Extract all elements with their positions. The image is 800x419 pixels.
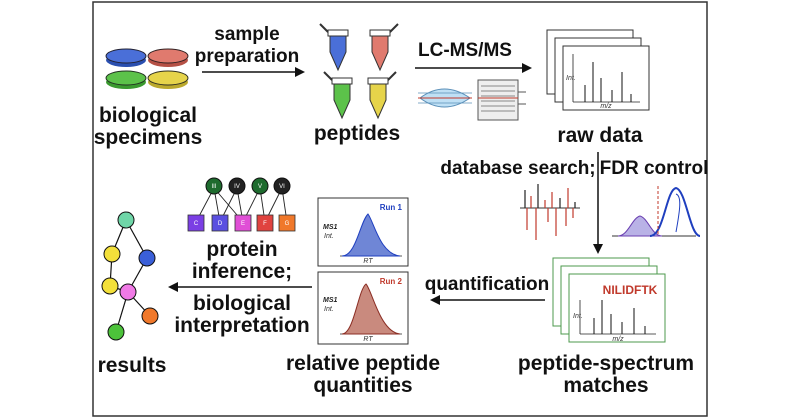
raw-spectra-stack: Int. m/z [546,29,650,111]
psm-label-1: peptide-spectrum [518,352,694,375]
relative-peptide-quantities-label-1: relative peptide [286,352,440,375]
sample-preparation-label-2: preparation [195,46,300,67]
relative-peptide-quantities-label-2: quantities [313,374,412,397]
protein-nodes: III IV V VI [205,177,291,195]
petri-dishes-icon [105,48,189,89]
run1-ms1-label: MS1 [323,224,338,231]
biological-specimens-label-1: biological [99,104,197,127]
run1-rt-label: RT [363,258,373,265]
protein-inference-graph: III IV V VI C D E F G [187,177,296,232]
mass-analyzer-icon [477,79,526,121]
biological-interpretation-label-2: interpretation [174,314,309,337]
lc-column-icon [418,88,472,108]
results-network-icon [101,211,159,341]
biological-interpretation-label-1: biological [193,292,291,315]
peptides-label: peptides [314,122,400,145]
peptide-node-2-label: D [218,221,223,227]
psm-label-2: matches [563,374,648,397]
psm-spectra-stack: NILIDFTK Int. m/z [552,257,666,343]
biological-specimens-label-2: specimens [94,126,203,149]
database-search-label: database search; [440,158,595,179]
peptide-node-4-label: F [263,221,267,227]
raw-data-label: raw data [557,124,643,147]
psm-int-axis-label: Int. [573,313,583,320]
peptide-node-3-label: E [241,221,245,227]
run2-name-label: Run 2 [380,277,403,286]
lc-ms-ms-label: LC-MS/MS [418,40,512,61]
psm-sequence-label: NILIDFTK [603,283,658,297]
run1-int-label: Int. [324,233,334,240]
protein-inference-label-2: inference; [192,260,292,283]
peptide-nodes: C D E F G [187,214,296,232]
run1-name-label: Run 1 [380,203,403,212]
fdr-distribution-icon [612,186,701,237]
fdr-control-label: FDR control [600,158,709,179]
sample-preparation-label-1: sample [214,24,279,45]
run2-ms1-label: MS1 [323,297,338,304]
protein-inference-label-1: protein [206,238,277,261]
peptide-node-1-label: C [194,221,199,227]
protein-node-4-label: VI [279,184,285,190]
run2-rt-label: RT [363,336,373,343]
protein-node-1-label: III [211,184,216,190]
protein-node-2-label: IV [234,184,240,190]
peptide-node-5-label: G [285,221,290,227]
quantification-label: quantification [425,274,550,295]
run2-int-label: Int. [324,306,334,313]
protein-node-3-label: V [258,184,262,190]
peptide-tubes-icon [319,23,399,120]
raw-spectrum-front [572,54,640,103]
raw-int-axis-label: Int. [566,75,576,82]
run2-panel: MS1 Int. Run 2 RT [317,271,409,345]
run1-panel: MS1 Int. Run 1 RT [317,197,409,267]
spectrum-match-icon [520,184,580,240]
raw-mz-axis-label: m/z [600,103,612,110]
diagram-frame [92,1,708,417]
psm-mz-axis-label: m/z [612,336,624,343]
results-label: results [98,354,167,377]
